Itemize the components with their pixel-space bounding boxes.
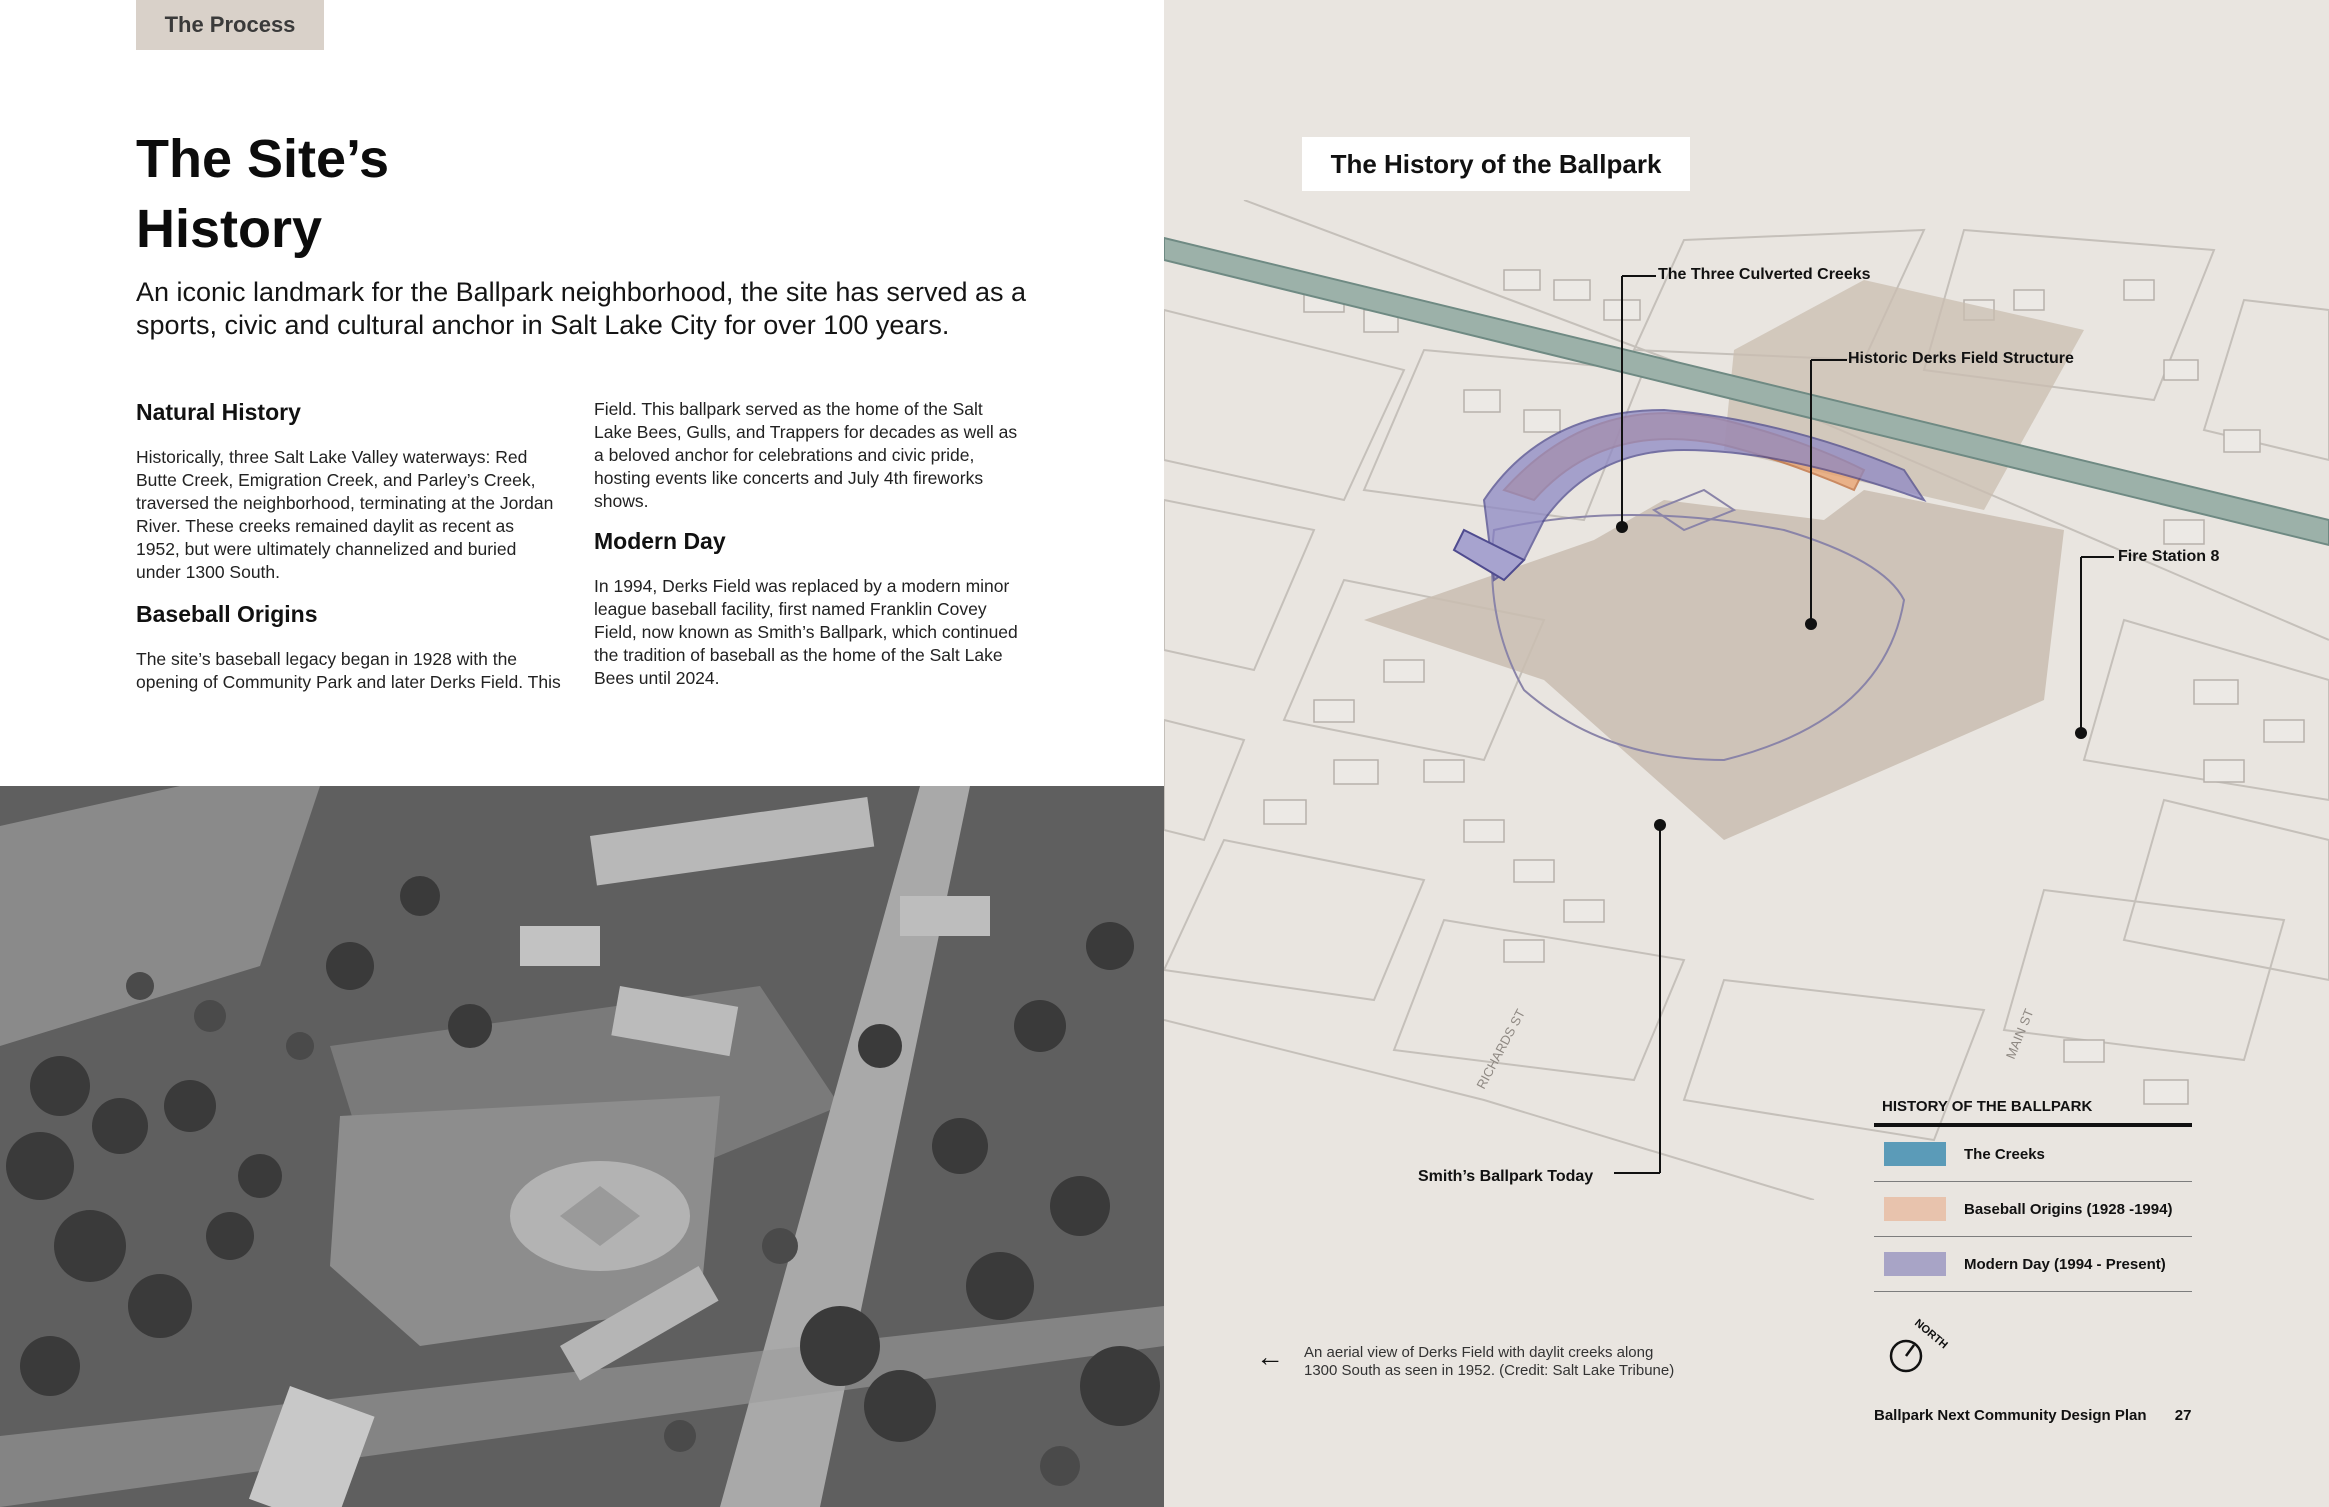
street-label-richards: RICHARDS ST	[1473, 1007, 1528, 1092]
north-arrow-icon: NORTH	[1889, 1317, 1950, 1373]
footer-title: Ballpark Next Community Design Plan	[1874, 1407, 2147, 1424]
aerial-photo	[0, 786, 1164, 1507]
legend-item-creeks: The Creeks	[1874, 1127, 2192, 1182]
callout-fire-station: Fire Station 8	[2118, 548, 2220, 565]
photo-caption: ← An aerial view of Derks Field with day…	[1256, 1341, 1676, 1380]
legend-swatch-origins	[1884, 1197, 1946, 1221]
left-page: The Process The Site’s History An iconic…	[0, 0, 1164, 1507]
natural-history-heading: Natural History	[136, 399, 301, 425]
baseball-origins-continued: Field. This ballpark served as the home …	[594, 399, 1018, 511]
text-column-left: Natural History Historically, three Salt…	[136, 398, 561, 694]
text-column-right: Field. This ballpark served as the home …	[594, 398, 1024, 690]
legend-rule	[1874, 1123, 2192, 1127]
callout-creeks: The Three Culverted Creeks	[1658, 266, 1871, 283]
lead-paragraph: An iconic landmark for the Ballpark neig…	[136, 277, 1027, 340]
ballpark-history-map: RICHARDS ST MAIN ST	[1164, 200, 2329, 1200]
caption-text: An aerial view of Derks Field with dayli…	[1304, 1344, 1675, 1379]
baseball-origins-heading: Baseball Origins	[136, 601, 318, 627]
modern-day-body: In 1994, Derks Field was replaced by a m…	[594, 576, 1018, 688]
legend-item-origins: Baseball Origins (1928 -1994)	[1874, 1182, 2192, 1237]
baseball-origins-body: The site’s baseball legacy began in 1928…	[136, 649, 561, 692]
legend-label: The Creeks	[1964, 1145, 2045, 1163]
legend-swatch-creeks	[1884, 1142, 1946, 1166]
callout-derks: Historic Derks Field Structure	[1848, 350, 2074, 367]
natural-history-body: Historically, three Salt Lake Valley wat…	[136, 447, 554, 582]
legend-label: Modern Day (1994 - Present)	[1964, 1255, 2166, 1273]
page-number: 27	[2174, 1407, 2192, 1424]
arrow-left-icon: ←	[1256, 1341, 1284, 1372]
page-title: The Site’s History	[136, 129, 390, 259]
legend-title: HISTORY OF THE BALLPARK	[1882, 1098, 2093, 1115]
map-title: The History of the Ballpark	[1302, 137, 1690, 191]
legend-item-modern: Modern Day (1994 - Present)	[1874, 1237, 2192, 1292]
page-footer: Ballpark Next Community Design Plan 27	[1874, 1407, 2191, 1424]
legend-swatch-modern	[1884, 1252, 1946, 1276]
legend: HISTORY OF THE BALLPARK The Creeks Baseb…	[1874, 1098, 2192, 1292]
modern-day-heading: Modern Day	[594, 528, 726, 554]
section-tab: The Process	[136, 0, 324, 50]
callout-smiths: Smith’s Ballpark Today	[1418, 1168, 1594, 1185]
legend-label: Baseball Origins (1928 -1994)	[1964, 1200, 2173, 1218]
